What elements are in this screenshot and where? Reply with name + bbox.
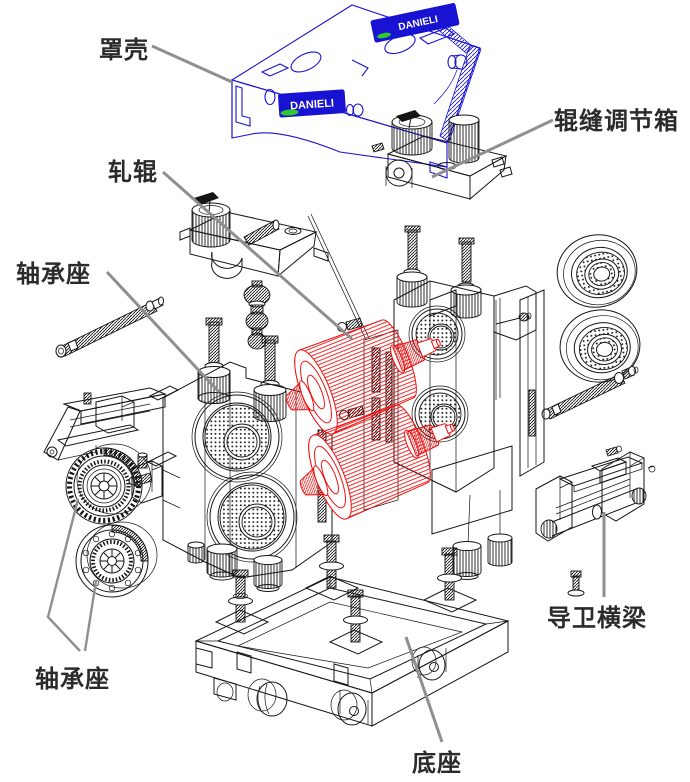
leader-cover [151, 44, 233, 84]
guide-cross-beam-part [535, 445, 656, 542]
label-bearing-housing-lower: 轴承座 [35, 666, 110, 693]
tie-rod-right [541, 366, 639, 420]
guide-beam-left [43, 387, 167, 461]
label-bearing-housing-upper: 轴承座 [16, 261, 91, 288]
label-guide-cross-beam: 导卫横梁 [547, 605, 647, 632]
roll-top [285, 319, 441, 435]
leader-roll [162, 170, 353, 341]
label-base: 底座 [412, 750, 462, 777]
leader-bearing-lower-1 [46, 498, 81, 652]
tie-rod-left [55, 296, 164, 358]
anchor-bolt-detached [567, 570, 585, 597]
leader-lines [46, 44, 606, 743]
ring-bearing-1 [556, 234, 638, 308]
leader-roll-gap-box [431, 118, 554, 179]
cover-housing-part: DANIELI DANIELI [230, 3, 482, 179]
bearing-chock-2 [75, 521, 158, 598]
label-roll: 轧辊 [108, 159, 158, 186]
danieli-logo-front: DANIELI [290, 97, 335, 112]
coupling-spindle [243, 280, 271, 350]
label-cover: 罩壳 [99, 37, 149, 64]
roll-gap-adjustment-box [371, 110, 513, 201]
bearing-chock-1 [65, 443, 163, 525]
bearing-housing-left [128, 317, 333, 592]
leader-bearing-upper [105, 270, 221, 394]
leader-bearing-lower-2 [83, 580, 98, 652]
label-roll-gap-adjustment-box: 辊缝调节箱 [554, 108, 679, 135]
leader-base [404, 636, 444, 743]
base-part [194, 534, 510, 727]
roll-bottom [299, 404, 455, 520]
